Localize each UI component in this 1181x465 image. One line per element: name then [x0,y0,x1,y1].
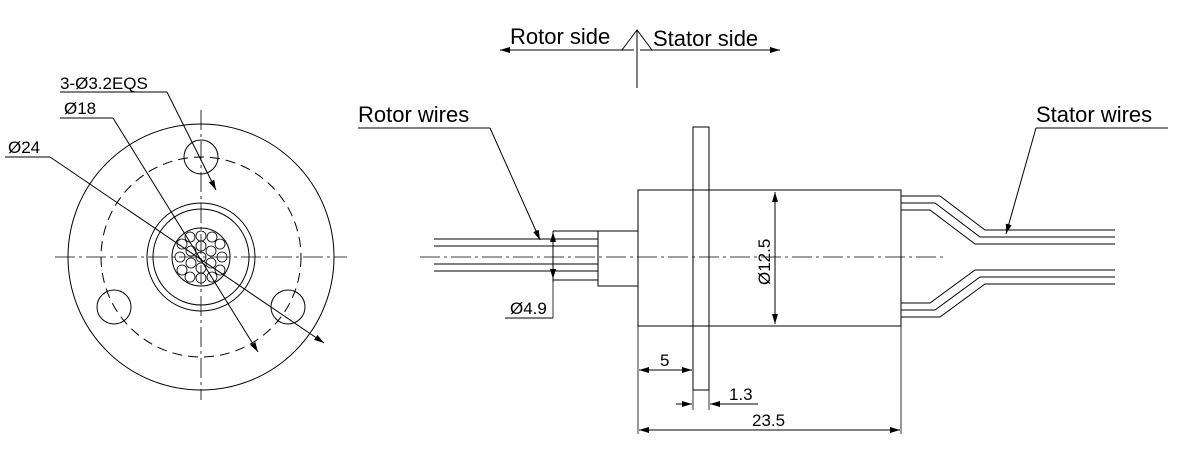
d125-dim-label: Ø12.5 [755,239,774,285]
mount-hole-left [96,289,132,325]
stator-wires-lines [901,195,1115,318]
len235-dim-label: 23.5 [752,411,785,430]
stator-body [637,189,902,327]
rotor-wires-label: Rotor wires [358,102,469,127]
len5-dim-label: 5 [660,351,669,370]
holes-dim-label: 3-Ø3.2EQS [60,74,148,93]
front-view: 3-Ø3.2EQS Ø18 Ø24 [5,74,347,400]
d49-dim-label: Ø4.9 [510,299,547,318]
rotor-side-label: Rotor side [510,24,610,49]
d24-dim-label: Ø24 [8,138,40,157]
flange-plate [692,126,710,391]
side-view: Rotor side Stator side [358,24,1168,434]
rotor-sleeve [597,230,639,287]
d18-dim-label: Ø18 [64,99,96,118]
len13-dim-label: 1.3 [729,385,753,404]
outer-flange-circle [67,123,335,391]
stator-side-label: Stator side [653,26,758,51]
stator-wires-label: Stator wires [1036,102,1152,127]
rotor-wires-lines [434,238,598,272]
